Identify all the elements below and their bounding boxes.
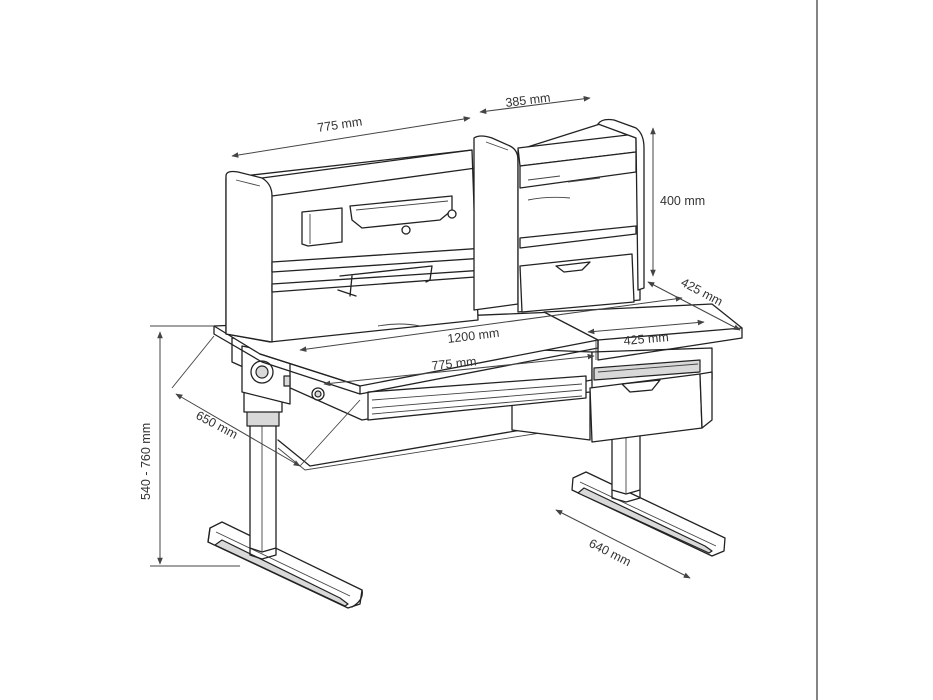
- label-hutch-depth: 425 mm: [679, 275, 725, 309]
- label-hutch-right: 385 mm: [505, 91, 552, 110]
- label-hutch-height: 400 mm: [660, 194, 705, 208]
- pen-cup: [301, 207, 343, 247]
- dim-depth: [175, 393, 301, 467]
- dim-hutch-left: [231, 116, 471, 158]
- label-height-range: 540 - 760 mm: [139, 423, 153, 500]
- label-base-depth: 640 mm: [587, 536, 634, 569]
- dim-hutch-depth: [647, 281, 741, 331]
- dim-total-width: [299, 296, 683, 352]
- dim-fixed-width: [587, 319, 705, 335]
- dimension-lines: [150, 96, 741, 579]
- dim-hutch-right: [479, 96, 591, 114]
- label-depth: 650 mm: [194, 408, 240, 442]
- label-tilt-width: 775 mm: [431, 354, 477, 373]
- dim-tilt-width: [323, 353, 595, 387]
- label-hutch-left: 775 mm: [316, 114, 363, 135]
- label-fixed-width: 425 mm: [623, 330, 669, 348]
- dim-base-depth: [555, 509, 691, 579]
- hanging-basket: [349, 195, 453, 229]
- label-total-width: 1200 mm: [447, 326, 500, 346]
- hutch: [225, 118, 645, 343]
